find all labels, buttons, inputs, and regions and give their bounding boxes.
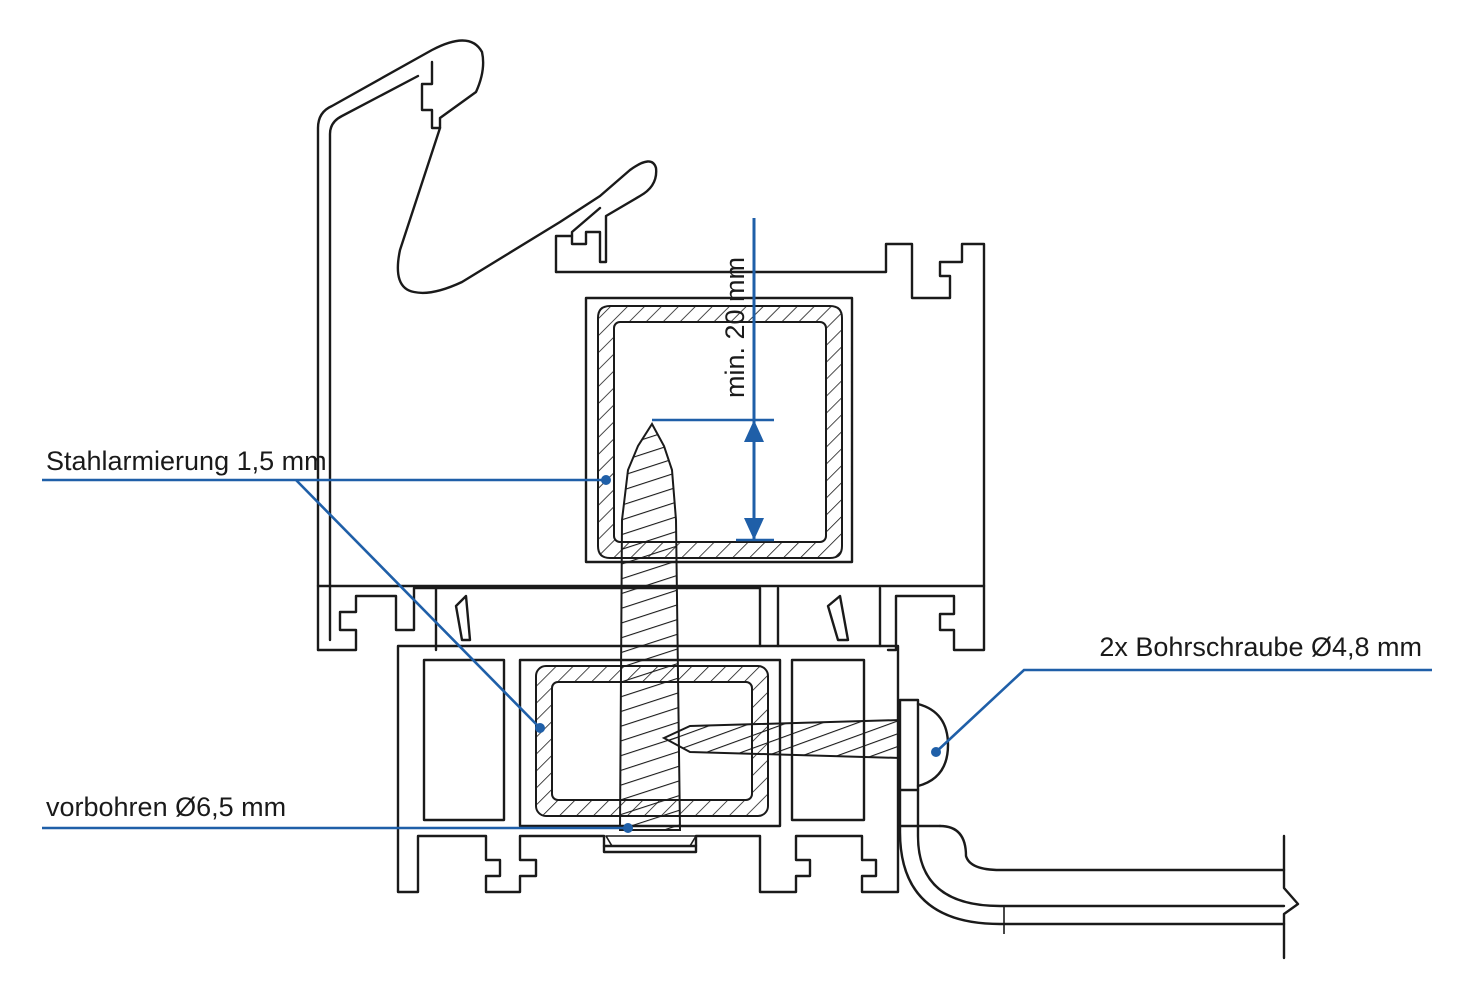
min-depth-dimension: min. 20 mm	[652, 218, 774, 542]
callout-dot	[601, 475, 611, 485]
callout-dot	[931, 747, 941, 757]
dimension-arrow-up	[744, 420, 764, 442]
callout-dot	[535, 723, 545, 733]
vertical-screw	[605, 422, 697, 847]
vorbohren-label: vorbohren Ø6,5 mm	[46, 792, 286, 822]
callout-dot	[623, 823, 633, 833]
dimension-arrow-down	[744, 518, 764, 540]
callout-vorbohren: vorbohren Ø6,5 mm	[42, 792, 633, 833]
bohrschraube-label: 2x Bohrschraube Ø4,8 mm	[1099, 632, 1422, 662]
stahlarmierung-label: Stahlarmierung 1,5 mm	[46, 446, 327, 476]
callout-stahlarmierung: Stahlarmierung 1,5 mm	[42, 446, 611, 733]
min-dimension-label: min. 20 mm	[720, 257, 750, 398]
callout-bohrschraube: 2x Bohrschraube Ø4,8 mm	[931, 632, 1432, 757]
bottom-clip	[898, 788, 1300, 960]
